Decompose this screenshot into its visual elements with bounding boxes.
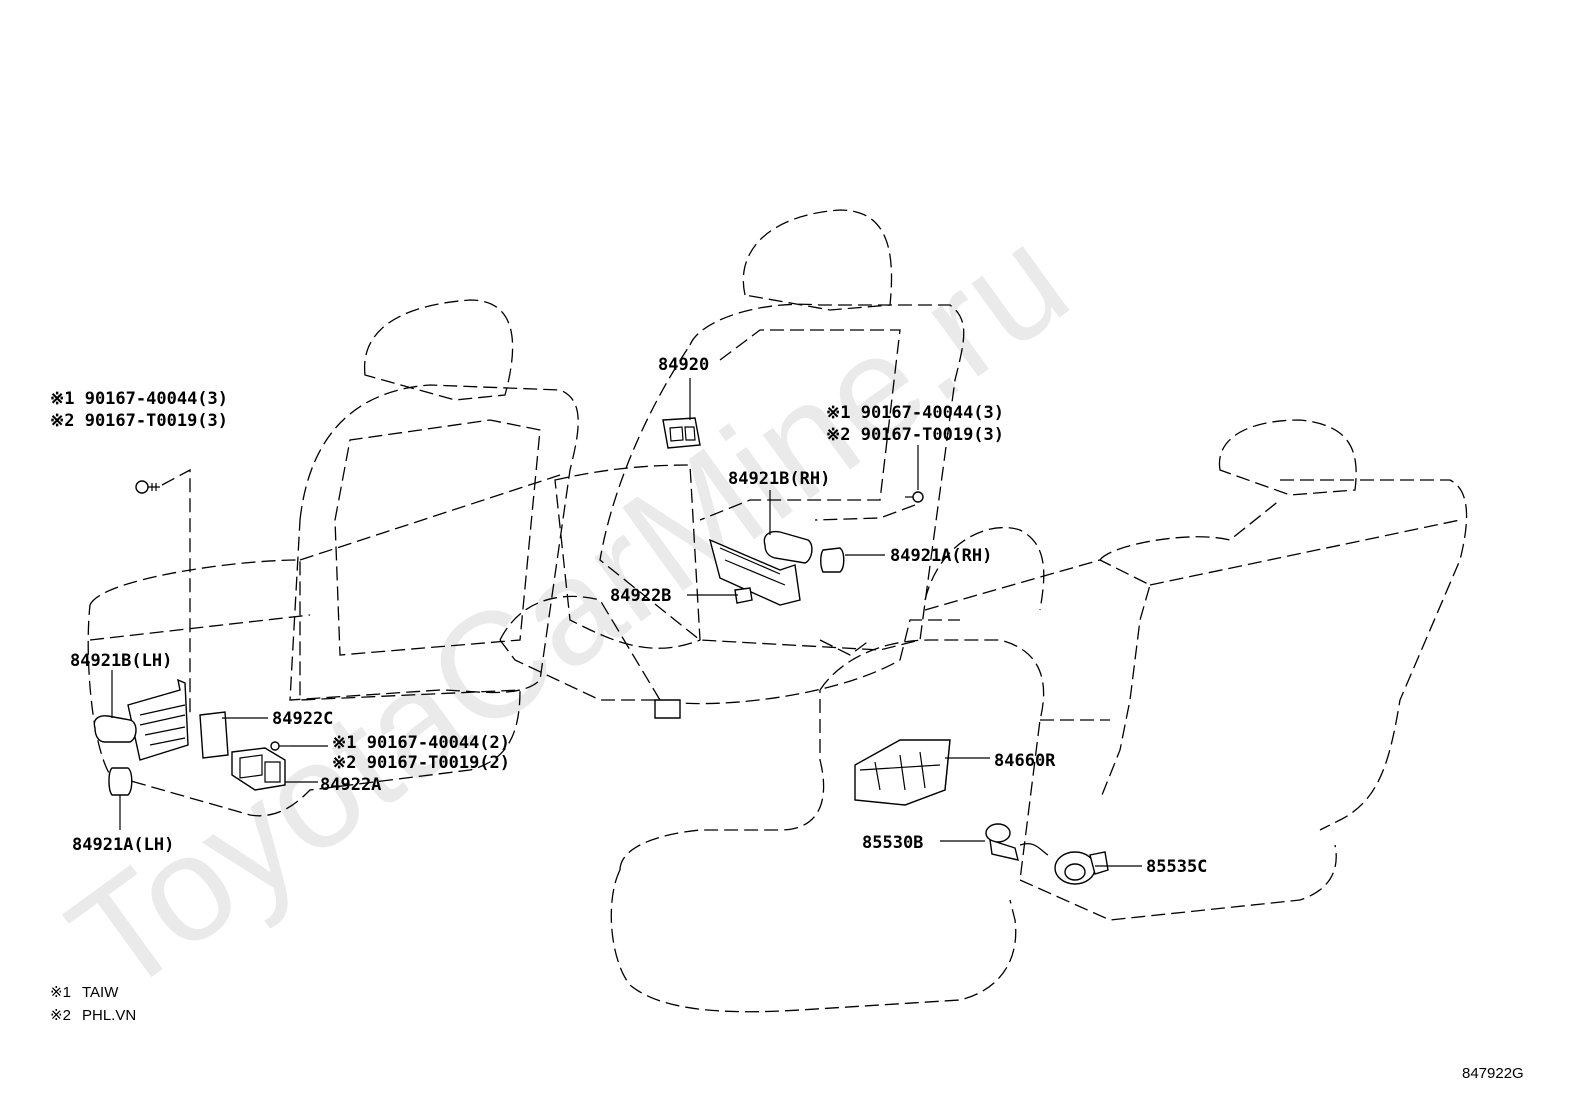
label-84921b-lh: 84921B(LH) <box>70 651 172 671</box>
label-bolt-left-1: ※1 90167-40044(3) <box>50 389 228 409</box>
switch-84922a-part <box>231 747 286 791</box>
label-84660r: 84660R <box>994 751 1056 771</box>
bolt-left-guide <box>161 468 191 715</box>
screw-left <box>270 741 290 751</box>
seat-rear <box>610 419 1468 1013</box>
switch-84920-part <box>662 417 701 449</box>
bracket-84922c-part <box>127 678 229 761</box>
watermark: ToyotaCarMine.ru <box>40 194 1096 1026</box>
switch-84660r-part <box>854 739 951 806</box>
knob-84921a-rh-part <box>820 547 845 573</box>
legend-mark-1: ※1 <box>50 984 71 1001</box>
bolt-left <box>135 480 160 494</box>
label-bolt-left-2: ※2 90167-T0019(3) <box>50 411 228 431</box>
label-84922b: 84922B <box>610 586 671 606</box>
label-84920: 84920 <box>658 355 709 375</box>
label-84921a-rh: 84921A(RH) <box>890 546 992 566</box>
bracket-84922b-part <box>708 538 801 606</box>
bolt-mid <box>905 491 924 503</box>
drawing-number: 847922G <box>1462 1065 1524 1082</box>
label-84922c: 84922C <box>272 709 333 729</box>
bolt-mid-guide <box>814 504 916 521</box>
label-85530b: 85530B <box>862 833 923 853</box>
cover-84921b-rh-part <box>763 530 813 564</box>
label-84922a: 84922A <box>320 775 381 795</box>
cover-84921b-lh-part <box>93 715 137 743</box>
socket-85530b-part <box>985 823 1049 861</box>
label-screw-2: ※2 90167-T0019(2) <box>332 753 510 773</box>
socket-85535c-part <box>1054 851 1109 885</box>
seat-front-right <box>499 209 965 719</box>
legend-mark-2: ※2 <box>50 1007 71 1024</box>
label-bolt-mid-2: ※2 90167-T0019(3) <box>826 425 1004 445</box>
label-84921b-rh: 84921B(RH) <box>728 469 830 489</box>
label-85535c: 85535C <box>1146 857 1207 877</box>
label-screw-1: ※1 90167-40044(2) <box>332 733 510 753</box>
legend-text-2: PHL.VN <box>82 1007 136 1024</box>
legend-text-1: TAIW <box>82 984 119 1001</box>
label-84921a-lh: 84921A(LH) <box>72 835 174 855</box>
knob-84921a-lh-part <box>108 767 133 796</box>
label-bolt-mid-1: ※1 90167-40044(3) <box>826 403 1004 423</box>
